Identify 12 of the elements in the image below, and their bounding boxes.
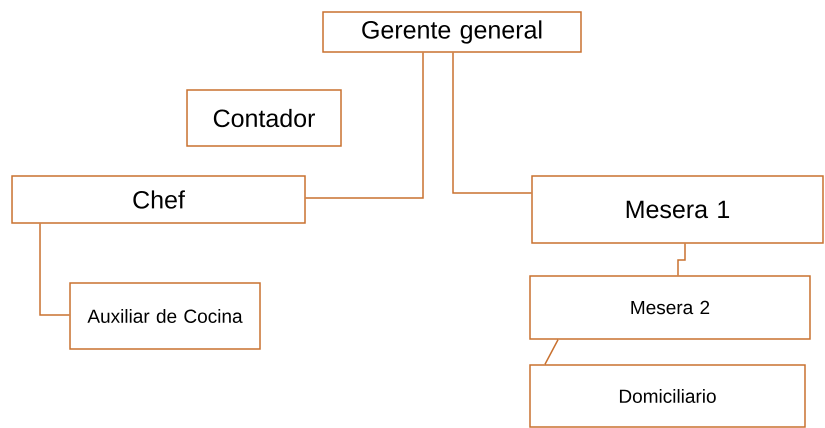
connector-line: [39, 224, 70, 316]
org-box: Mesera 1: [531, 175, 824, 244]
connector-line: [452, 52, 532, 194]
org-box: Contador: [186, 89, 342, 147]
org-box: Mesera 2: [529, 275, 811, 340]
org-box: Domiciliario: [529, 364, 806, 428]
org-box: Auxiliar de Cocina: [69, 282, 261, 350]
connector-line: [544, 339, 559, 365]
connector-line: [306, 52, 424, 199]
org-box: Gerente general: [322, 11, 582, 53]
connector-line: [677, 244, 686, 276]
org-box: Chef: [11, 175, 306, 224]
